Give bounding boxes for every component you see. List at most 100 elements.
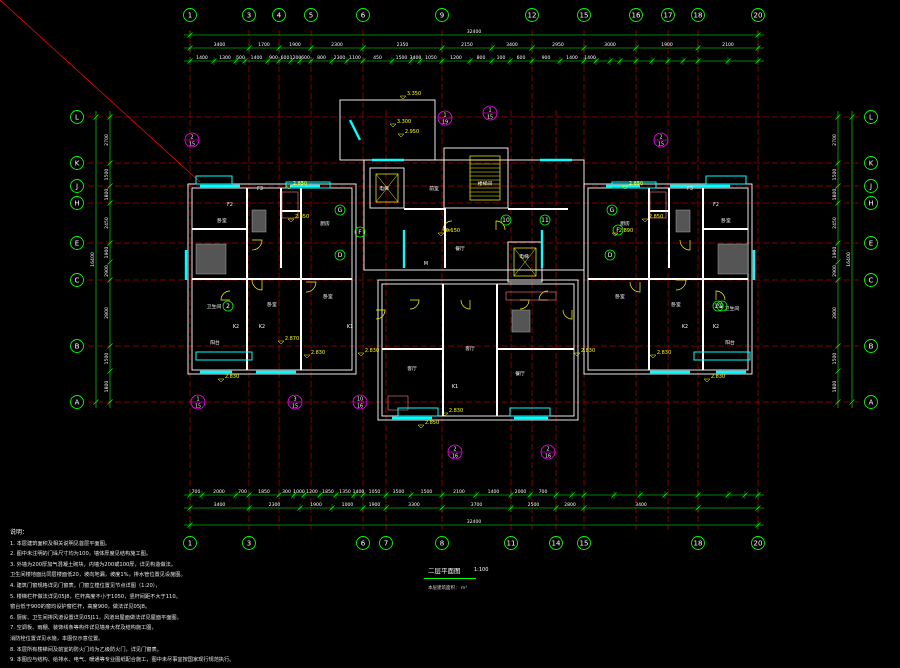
dim-top-row1-label: 2950 [552, 42, 564, 48]
dim-left-row1-label: 2800 [104, 307, 110, 319]
drawing-scale: 1:100 [474, 567, 489, 573]
axis-bubble-bottom-circle [435, 536, 449, 550]
dim-right-row1-label: 2800 [832, 307, 838, 319]
dim-top-row2-label: 600 [517, 55, 526, 61]
dim-left-row1-tick [107, 183, 113, 189]
axis-bubble-right-circle [864, 110, 878, 124]
door-swing [715, 290, 726, 301]
callout-number: 1 [196, 397, 199, 403]
dim-top-row1-label: 3000 [604, 42, 616, 48]
axis-bubble-right-circle [864, 179, 878, 193]
axis-bubble-top-circle [525, 8, 539, 22]
level-mark [303, 354, 311, 359]
axis-bubble-left-circle [70, 273, 84, 287]
section-marker-label: 2 [720, 303, 724, 310]
dim-top-row2-label: 3400 [410, 55, 422, 61]
level-mark [611, 232, 619, 237]
dim-top-row2-label: 900 [542, 55, 551, 61]
axis-bubble-left-circle [70, 110, 84, 124]
dim-top-row2-label: 1400 [584, 55, 596, 61]
dim-left-total-tick [93, 399, 99, 405]
axis-bubble-right-circle [864, 196, 878, 210]
callout-number: 2 [190, 135, 193, 141]
note-line: 窗台低于900的窗均设护窗栏杆，高度900，做法详见05J8。 [10, 604, 151, 611]
dim-top-row2-label: 1300 [219, 55, 231, 61]
axis-bubble-left: L [75, 114, 79, 122]
drawing-title: 二层平面图 [428, 567, 461, 575]
partition-left [246, 278, 248, 370]
diagonal-reference-line [0, 0, 201, 183]
counter [505, 291, 557, 301]
section-marker-circle [716, 300, 728, 312]
door-swing [442, 220, 453, 231]
unit-left-outline [187, 183, 357, 375]
dim-left-row1-label: 1900 [104, 247, 110, 259]
axis-bubble-bottom: 18 [694, 540, 703, 548]
callout-sheet: 15 [658, 141, 664, 147]
axis-bubble-left-circle [70, 395, 84, 409]
dim-top-row2-label: 2300 [334, 55, 346, 61]
shaft-hatch [717, 243, 749, 275]
openings [184, 119, 756, 420]
dim-bottom-row2-label: 1850 [322, 489, 334, 495]
dim-bottom-row1-label: 1000 [342, 502, 354, 508]
dim-left-row1-label: 2700 [104, 134, 110, 146]
balcony [397, 407, 439, 417]
callout-number: 3 [293, 397, 296, 403]
dim-top-row1-label: 3400 [214, 42, 226, 48]
partition-right [702, 188, 704, 278]
dim-left-row1-tick [107, 114, 113, 120]
section-marker-circle [712, 300, 724, 312]
section-marker-label: 11 [541, 217, 549, 224]
room-label: 客厅 [407, 365, 417, 372]
level-label: 2.830 [711, 374, 725, 380]
level-mark [217, 378, 225, 383]
axis-bubble-top: 12 [528, 12, 537, 20]
dim-right-row1-tick [835, 183, 841, 189]
dim-top-row2-label: 1400 [251, 55, 263, 61]
dim-right-total-tick [849, 399, 855, 405]
dim-left-row1-tick [107, 240, 113, 246]
level-label: 2.830 [581, 348, 595, 354]
section-marker-circle [334, 204, 346, 216]
lift-car [375, 173, 399, 203]
callout-sheet: 15 [487, 114, 493, 120]
axis-bubble-bottom-circle [379, 536, 393, 550]
dim-bottom-row1-label: 3300 [408, 502, 420, 508]
axis-bubble-right-circle [864, 156, 878, 170]
lift-left [369, 167, 405, 209]
door-swing [675, 279, 687, 291]
room-label: 厨房 [320, 220, 330, 227]
shaft-hatch [251, 209, 267, 233]
axis-bubble-bottom-circle [504, 536, 518, 550]
axis-bubble-bottom-circle [549, 536, 563, 550]
room-label: M [424, 261, 428, 267]
level-label: 2.830 [311, 350, 325, 356]
dim-top-row1-label: 2350 [397, 42, 409, 48]
dim-top-row1-label: 1900 [289, 42, 301, 48]
axis-bubble-bottom-circle [183, 536, 197, 550]
dim-left-row1-tick [107, 160, 113, 166]
section-marker-label: 19 [714, 303, 722, 310]
room-label: 卧室 [217, 217, 227, 224]
axis-bubble-top-circle [242, 8, 256, 22]
dim-top-row1-label: 1700 [258, 42, 270, 48]
dim-top-row1-label: 1900 [661, 42, 673, 48]
axis-bubble-right-circle [864, 395, 878, 409]
balcony [705, 175, 747, 185]
dim-left-row1-label: 1800 [104, 381, 110, 393]
axis-bubble-top: 17 [664, 12, 673, 20]
room-label: 卧室 [267, 301, 277, 308]
dim-bottom-row2-label: 1000 [293, 489, 305, 495]
axis-bubble-left-circle [70, 179, 84, 193]
door-swing [220, 290, 231, 301]
partition-left [300, 188, 302, 278]
dim-bottom-total-label: 32400 [467, 519, 482, 525]
level-mark [277, 340, 285, 345]
level-label: 2.850 [293, 181, 307, 187]
axis-bubble-top-circle [356, 8, 370, 22]
dim-right-row1-label: 2900 [832, 265, 838, 277]
dim-bottom-row2-label: 1500 [421, 489, 433, 495]
note-line: 8. 本层所有楼梯间及前室的防火门均为乙级防火门，详见门窗表。 [10, 646, 162, 653]
